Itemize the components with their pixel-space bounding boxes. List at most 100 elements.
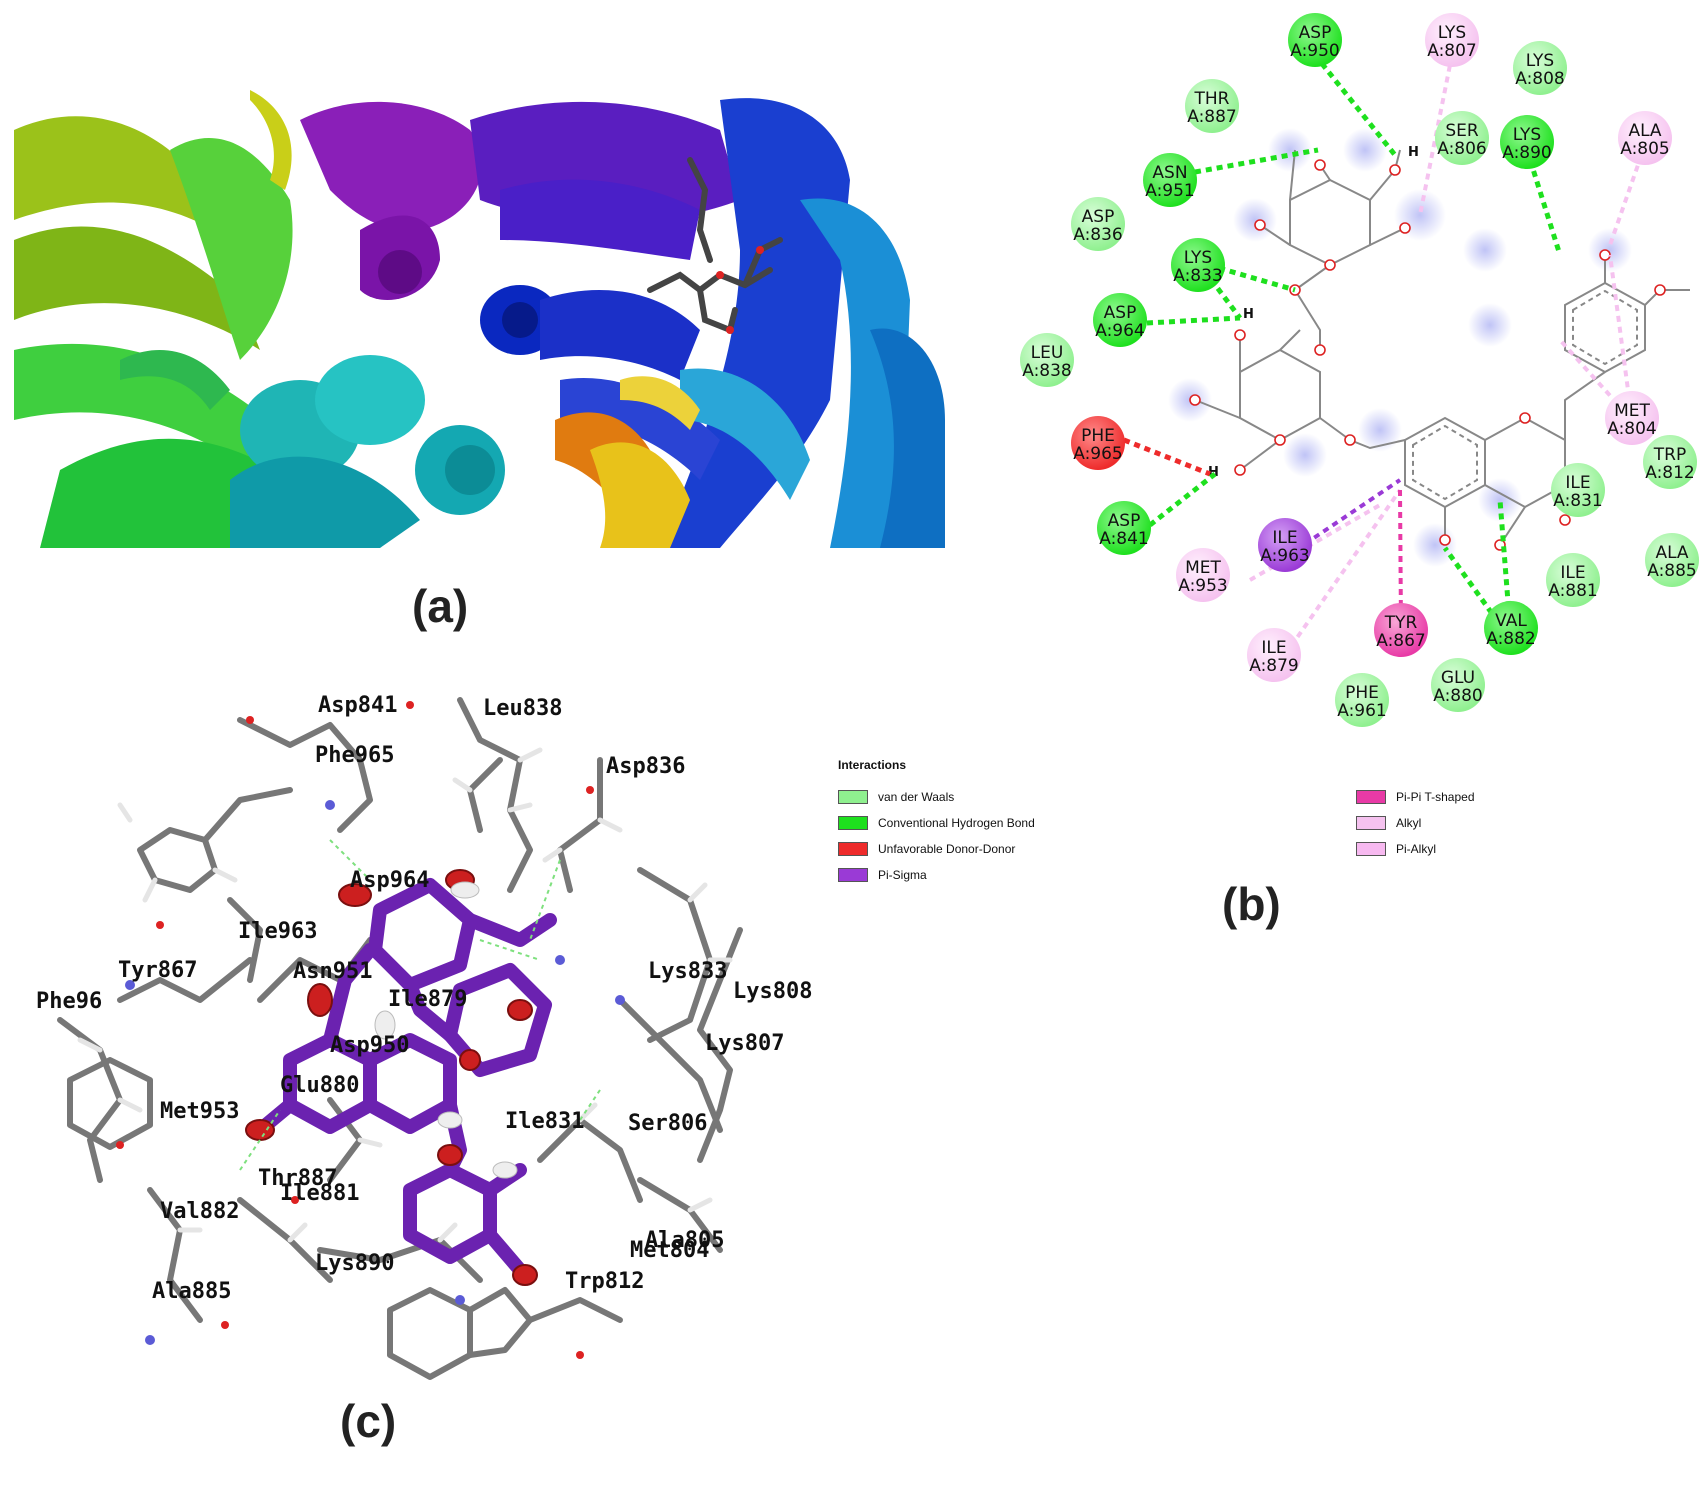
residue-name: ASP	[1108, 511, 1141, 531]
legend-label: Alkyl	[1396, 816, 1422, 830]
residue-id: A:965	[1073, 444, 1123, 464]
residue-label-3d: Phe96	[36, 989, 102, 1014]
residue-name: MET	[1614, 401, 1650, 421]
residue-disc-shape	[1071, 197, 1125, 251]
residue-label-3d: Lys808	[733, 979, 812, 1004]
panel-label-c: (c)	[340, 1395, 396, 1447]
residue-name: ASN	[1152, 163, 1187, 183]
residue-name: THR	[1194, 89, 1230, 109]
residue-id: A:964	[1095, 321, 1145, 341]
residue-label-3d: Asp841	[318, 693, 397, 718]
residue-disc-shape	[1431, 658, 1485, 712]
residue-id: A:833	[1173, 266, 1223, 286]
svg-text:H: H	[1408, 145, 1419, 160]
residue-name: PHE	[1081, 426, 1115, 446]
residue-id: A:963	[1260, 546, 1310, 566]
residue-name: LEU	[1031, 343, 1064, 363]
residue-label-3d: Met953	[160, 1099, 239, 1124]
residue-id: A:961	[1337, 701, 1387, 721]
residue-id: A:880	[1433, 686, 1483, 706]
residue-id: A:881	[1548, 581, 1598, 601]
residue-id: A:882	[1486, 629, 1536, 649]
ligand-oxygens	[1189, 159, 1666, 551]
residue-id: A:890	[1502, 143, 1552, 163]
residue-disc-shape	[1176, 548, 1230, 602]
legend-item: Pi-Alkyl	[1356, 840, 1436, 858]
residue-label-3d: Asp950	[330, 1033, 409, 1058]
legend-label: Pi-Pi T-shaped	[1396, 790, 1475, 804]
residue-disc-shape	[1500, 115, 1554, 169]
residue-disc-shape	[1546, 553, 1600, 607]
residue-disc-shape	[1374, 603, 1428, 657]
residue-disc-shape	[1618, 111, 1672, 165]
legend-label: Unfavorable Donor-Donor	[878, 842, 1016, 856]
residue-label-3d: Lys890	[315, 1251, 394, 1276]
residue-id: A:841	[1099, 529, 1149, 549]
residue-label-3d: Tyr867	[118, 958, 197, 983]
residue-name: ILE	[1560, 563, 1585, 583]
residue-disc-shape	[1605, 391, 1659, 445]
residue-name: ASP	[1082, 207, 1115, 227]
residue-label-3d: Ser806	[628, 1111, 707, 1136]
residue-label-3d: Ile831	[505, 1109, 584, 1134]
residue-name: TYR	[1384, 613, 1418, 633]
residue-name: ILE	[1261, 638, 1286, 658]
residue-name: LYS	[1513, 125, 1541, 145]
residue-disc-shape	[1020, 333, 1074, 387]
residue-disc-shape	[1097, 501, 1151, 555]
residue-disc-shape	[1435, 111, 1489, 165]
residue-label-3d: Glu880	[280, 1073, 359, 1098]
residue-label-3d: Leu838	[483, 696, 562, 721]
residue-label-3d: Ile963	[238, 919, 317, 944]
protein-ribbon-panel	[14, 78, 945, 548]
residue-label-3d: Lys833	[648, 959, 727, 984]
legend-item: Alkyl	[1356, 814, 1421, 832]
residue-label-3d: Thr887	[258, 1166, 337, 1191]
legend-item: van der Waals	[838, 788, 954, 806]
residue-label-3d: Trp812	[565, 1269, 644, 1294]
residue-id: A:838	[1022, 361, 1072, 381]
residue-name: LYS	[1438, 23, 1466, 43]
residue-disc-shape	[1643, 435, 1697, 489]
panel-label-b: (b)	[1222, 878, 1281, 930]
residue-name: TRP	[1653, 445, 1686, 465]
residue-disc-shape	[1093, 293, 1147, 347]
legend-item: Conventional Hydrogen Bond	[838, 814, 1035, 832]
residue-name: LYS	[1526, 51, 1554, 71]
residue-id: A:807	[1427, 41, 1477, 61]
svg-text:H: H	[1243, 307, 1254, 322]
residue-label-3d: Asp964	[350, 868, 429, 893]
residue-name: SER	[1445, 121, 1479, 141]
residue-name: GLU	[1441, 668, 1475, 688]
residue-label-3d: Ile881	[280, 1181, 359, 1206]
ligand-atom-halos	[1168, 128, 1632, 567]
residue-name: ILE	[1565, 473, 1590, 493]
residue-name: VAL	[1495, 611, 1527, 631]
residue-id: A:950	[1290, 41, 1340, 61]
residue-id: A:812	[1645, 463, 1695, 483]
residue-disc-shape	[1143, 153, 1197, 207]
residue-name: MET	[1185, 558, 1221, 578]
legend-swatch	[838, 790, 868, 804]
